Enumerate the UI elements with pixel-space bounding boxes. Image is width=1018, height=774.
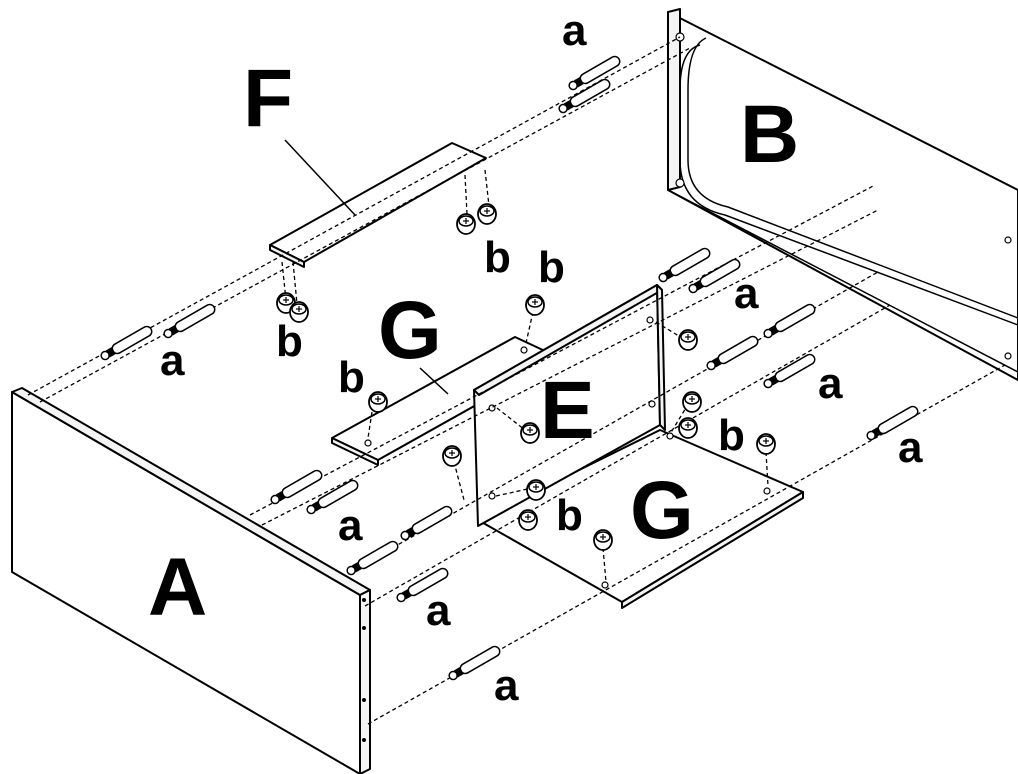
- label-dowel-3: a: [734, 269, 759, 318]
- dowel-a-8: [704, 333, 761, 373]
- panel-a: [11, 387, 371, 774]
- label-cam-3: b: [276, 317, 303, 366]
- cam-b-2: [477, 203, 497, 225]
- cam-b-15: [593, 529, 613, 551]
- leader-g-back: [419, 367, 449, 395]
- label-panel-e: E: [540, 365, 595, 456]
- panel-g-back: [331, 336, 561, 466]
- cam-b-5: [525, 294, 545, 316]
- label-panel-g-back: G: [378, 285, 442, 376]
- panel-b: [667, 8, 1018, 381]
- label-cam-4: b: [338, 353, 365, 402]
- label-dowel-7: a: [426, 586, 451, 635]
- label-panel-f: F: [243, 53, 293, 144]
- dowel-a-4: [161, 301, 218, 341]
- cam-b-11: [442, 445, 462, 467]
- cam-b-10: [678, 417, 698, 439]
- label-cam-6: b: [556, 491, 583, 540]
- label-dowel-4: a: [818, 359, 843, 408]
- cam-b-8: [520, 422, 540, 444]
- dowel-a-7: [761, 301, 818, 341]
- label-cam-5: b: [718, 411, 745, 460]
- dowel-a-3: [98, 323, 155, 363]
- dowel-a-11: [268, 467, 325, 507]
- label-panel-a: A: [148, 542, 207, 633]
- label-dowel-8: a: [494, 661, 519, 710]
- label-dowel-2: a: [160, 336, 185, 385]
- cam-b-6: [368, 391, 388, 413]
- leader-f: [284, 139, 356, 216]
- label-cam-2: b: [538, 243, 565, 292]
- label-panel-b: B: [740, 89, 799, 180]
- dowel-a-14: [398, 503, 455, 543]
- label-dowel-1: a: [562, 6, 587, 55]
- label-cam-1: b: [484, 233, 511, 282]
- label-panel-g-front: G: [630, 465, 694, 556]
- panel-g-front: [477, 429, 804, 609]
- cam-b-14: [756, 433, 776, 455]
- cam-b-9: [682, 391, 702, 413]
- label-dowel-6: a: [338, 501, 363, 550]
- cam-b-7: [678, 329, 698, 351]
- cam-b-1: [456, 213, 476, 235]
- cam-b-13: [518, 509, 538, 531]
- cam-b-12: [526, 479, 546, 501]
- dowel-a-9: [761, 351, 818, 391]
- label-dowel-5: a: [898, 423, 923, 472]
